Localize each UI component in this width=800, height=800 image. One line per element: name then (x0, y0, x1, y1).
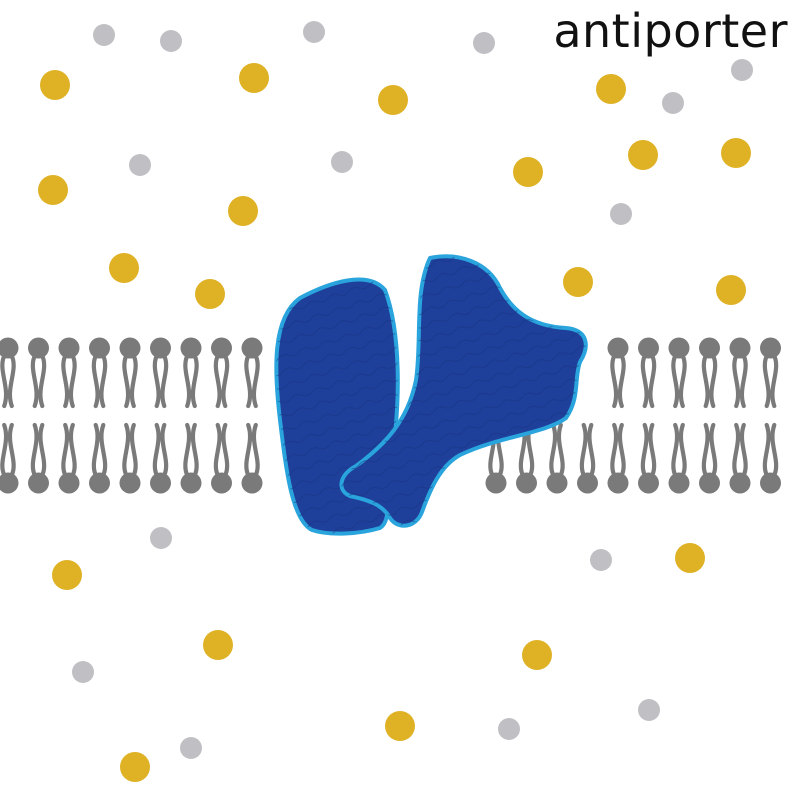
phospholipid (211, 422, 232, 494)
phospholipid (668, 422, 690, 494)
gold-molecule (378, 85, 408, 115)
phospholipid (58, 422, 80, 494)
phospholipid (28, 422, 49, 494)
phospholipid (668, 337, 690, 409)
gray-molecule (160, 30, 182, 52)
gold-molecule (716, 275, 746, 305)
gray-molecule (93, 24, 115, 46)
phospholipid (211, 337, 232, 409)
gold-molecule (38, 175, 68, 205)
phospholipid (638, 422, 659, 494)
gray-molecule (150, 527, 172, 549)
phospholipid (699, 422, 720, 494)
phospholipid (150, 337, 171, 409)
gold-molecule (40, 70, 70, 100)
gold-molecule (596, 74, 626, 104)
gray-molecule (731, 59, 753, 81)
gray-molecule (303, 21, 325, 43)
gold-molecule (239, 63, 269, 93)
gold-molecule (563, 267, 593, 297)
gold-molecule (203, 630, 233, 660)
phospholipid (180, 337, 202, 409)
gray-molecule (498, 718, 520, 740)
phospholipid (241, 422, 263, 494)
gold-molecule (628, 140, 658, 170)
phospholipid (58, 337, 80, 409)
phospholipid (546, 422, 568, 494)
diagram-title: antiporter (553, 4, 788, 58)
gold-molecule (721, 138, 751, 168)
gold-molecule (52, 560, 82, 590)
phospholipid (119, 337, 141, 409)
molecules (38, 21, 753, 782)
gold-molecule (120, 752, 150, 782)
phospholipid (729, 422, 751, 494)
phospholipid (89, 422, 110, 494)
phospholipid (638, 337, 659, 409)
phospholipid (119, 422, 141, 494)
gray-molecule (473, 32, 495, 54)
gold-molecule (513, 157, 543, 187)
phospholipid (607, 337, 629, 409)
antiporter-protein (274, 254, 588, 536)
gold-molecule (385, 711, 415, 741)
gray-molecule (129, 154, 151, 176)
gray-molecule (610, 203, 632, 225)
phospholipid (0, 337, 19, 409)
gray-molecule (638, 699, 660, 721)
gray-molecule (72, 661, 94, 683)
gold-molecule (522, 640, 552, 670)
gold-molecule (675, 543, 705, 573)
phospholipid (150, 422, 171, 494)
phospholipid (760, 422, 781, 494)
gray-molecule (180, 737, 202, 759)
phospholipid (0, 422, 19, 494)
gray-molecule (662, 92, 684, 114)
gray-molecule (331, 151, 353, 173)
gold-molecule (228, 196, 258, 226)
phospholipid (28, 337, 49, 409)
phospholipid (89, 337, 110, 409)
gold-molecule (195, 279, 225, 309)
phospholipid (699, 337, 720, 409)
phospholipid (729, 337, 751, 409)
protein-subunit-right (339, 254, 588, 528)
gray-molecule (590, 549, 612, 571)
lipid-bilayer (0, 337, 781, 494)
phospholipid (577, 422, 598, 494)
phospholipid (607, 422, 629, 494)
phospholipid (241, 337, 263, 409)
phospholipid (760, 337, 781, 409)
phospholipid (180, 422, 202, 494)
gold-molecule (109, 253, 139, 283)
